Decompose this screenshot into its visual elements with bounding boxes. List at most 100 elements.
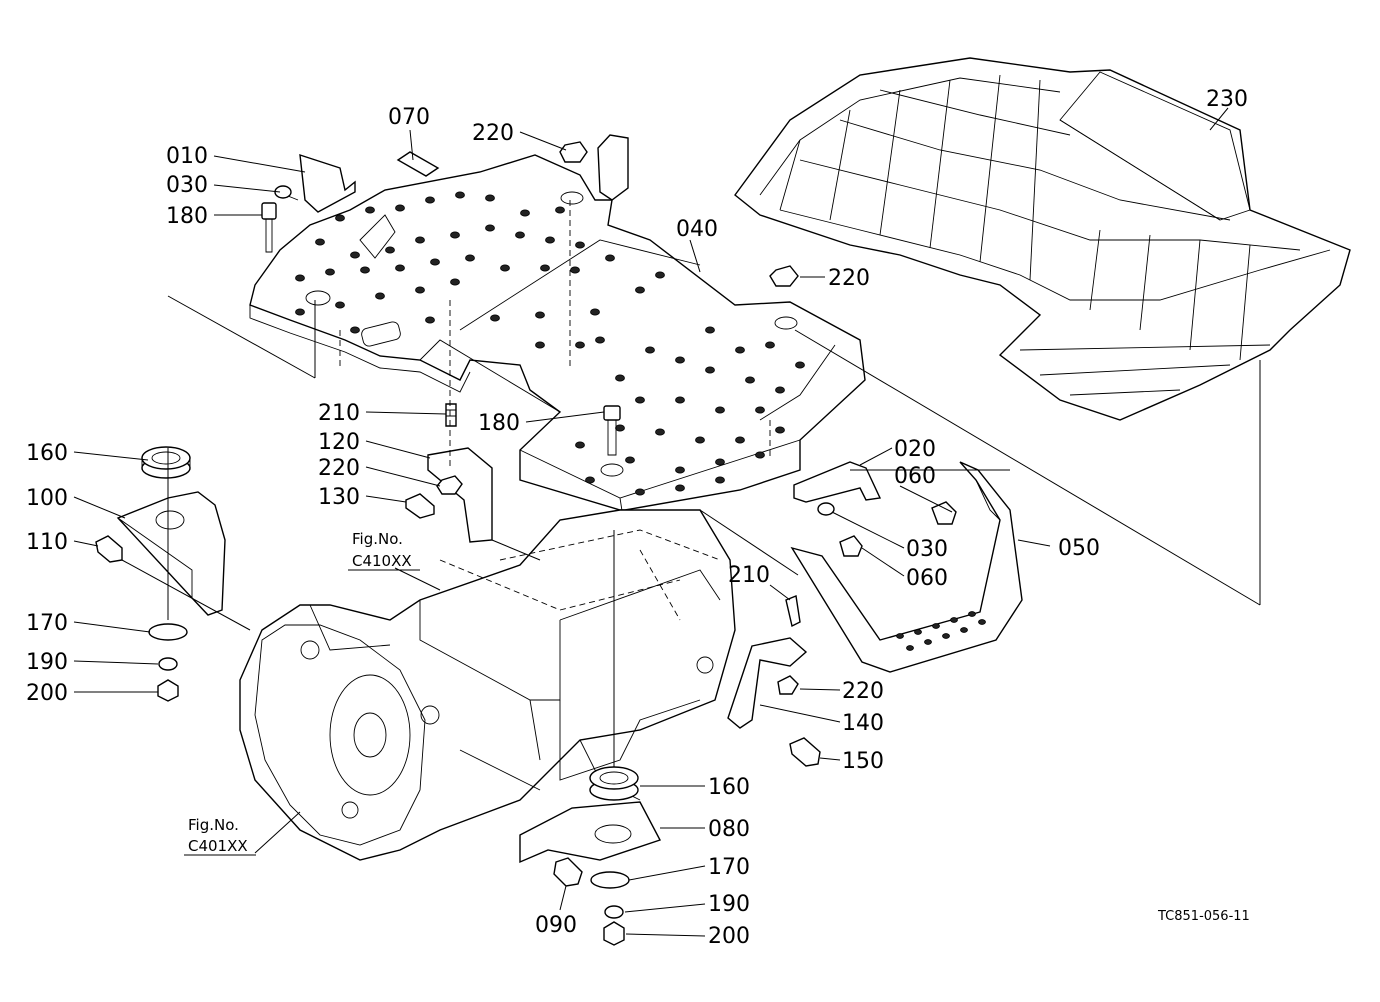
mounting-hole xyxy=(960,627,968,633)
transmission-housing xyxy=(239,509,736,861)
bracket-080 xyxy=(519,801,662,864)
rubber-mount-160-left xyxy=(141,446,191,479)
label-160-left: 160 xyxy=(26,441,68,466)
mounting-hole xyxy=(365,206,375,214)
mounting-hole xyxy=(450,278,460,286)
ref-line-bracket xyxy=(699,509,799,576)
mounting-hole xyxy=(942,633,950,639)
nut-200-left xyxy=(157,679,179,702)
mounting-hole xyxy=(430,258,440,266)
figure-ref-c410-line2: C410XX xyxy=(352,552,412,570)
figure-ref-c401-line1: Fig.No. xyxy=(188,816,239,834)
mounting-hole xyxy=(570,266,580,274)
mounting-hole xyxy=(325,268,335,276)
mounting-hole xyxy=(415,286,425,294)
bolt-090 xyxy=(553,857,583,887)
mounting-hole xyxy=(350,251,360,259)
mounting-hole xyxy=(635,488,645,496)
mounting-hole xyxy=(485,224,495,232)
mounting-hole xyxy=(395,204,405,212)
nut-220-lower xyxy=(777,675,799,695)
label-220-top: 220 xyxy=(472,121,514,146)
label-130: 130 xyxy=(318,485,360,510)
mounting-hole xyxy=(924,639,932,645)
floor-mat-230 xyxy=(734,57,1351,421)
bracket-140 xyxy=(727,637,808,729)
label-220-lower: 220 xyxy=(842,679,884,704)
mounting-hole xyxy=(450,231,460,239)
label-060-mid: 060 xyxy=(906,566,948,591)
bracket-120 xyxy=(427,447,493,543)
washer-190-left xyxy=(158,657,178,671)
mounting-hole xyxy=(695,436,705,444)
label-230: 230 xyxy=(1206,87,1248,112)
label-200-front: 200 xyxy=(708,924,750,949)
mounting-hole xyxy=(575,341,585,349)
bolt-060-right xyxy=(931,501,957,525)
ref-line-left xyxy=(167,295,316,379)
mounting-hole xyxy=(415,236,425,244)
label-110: 110 xyxy=(26,530,68,555)
rubber-mount-160-front xyxy=(589,766,639,801)
mounting-hole xyxy=(765,341,775,349)
pad-070 xyxy=(396,151,440,177)
bolt-180-left xyxy=(261,202,277,253)
mounting-hole xyxy=(675,466,685,474)
label-060-right: 060 xyxy=(894,464,936,489)
stud-210-mid xyxy=(445,403,457,427)
mounting-hole xyxy=(455,191,465,199)
mounting-hole xyxy=(914,629,922,635)
mounting-hole xyxy=(500,264,510,272)
mounting-hole xyxy=(755,406,765,414)
support-bracket-right-top xyxy=(597,134,629,201)
mounting-hole xyxy=(395,264,405,272)
washer-170-front xyxy=(590,871,630,889)
label-200-left: 200 xyxy=(26,681,68,706)
mounting-hole xyxy=(575,241,585,249)
ref-line-110 xyxy=(121,559,251,631)
mounting-hole xyxy=(655,428,665,436)
leader-lines xyxy=(73,107,1229,937)
label-190-front: 190 xyxy=(708,892,750,917)
mounting-hole xyxy=(515,231,525,239)
mounting-hole xyxy=(775,386,785,394)
mounting-hole xyxy=(555,206,565,214)
mounting-hole xyxy=(335,214,345,222)
mounting-hole xyxy=(675,396,685,404)
bracket-020 xyxy=(793,461,882,503)
mounting-hole xyxy=(465,254,475,262)
mounting-hole xyxy=(655,271,665,279)
mounting-hole xyxy=(675,484,685,492)
mounting-hole xyxy=(735,436,745,444)
mounting-hole xyxy=(645,346,655,354)
nut-220-bracket xyxy=(436,475,463,495)
bolt-130 xyxy=(405,493,435,519)
mounting-hole xyxy=(595,336,605,344)
mounting-hole xyxy=(360,266,370,274)
label-210-right: 210 xyxy=(728,563,770,588)
mounting-hole xyxy=(540,264,550,272)
mounting-hole xyxy=(635,286,645,294)
label-120: 120 xyxy=(318,430,360,455)
washer-190-front xyxy=(604,905,624,919)
mounting-hole xyxy=(520,209,530,217)
mounting-hole xyxy=(705,326,715,334)
mounting-hole xyxy=(535,341,545,349)
bolt-180-right xyxy=(603,405,621,456)
mounting-hole xyxy=(745,376,755,384)
mounting-hole xyxy=(615,374,625,382)
bolt-030-upper xyxy=(274,185,299,201)
bolt-150 xyxy=(789,737,821,767)
mounting-hole xyxy=(350,326,360,334)
mounting-hole xyxy=(906,645,914,651)
label-020: 020 xyxy=(894,437,936,462)
label-100: 100 xyxy=(26,486,68,511)
mounting-hole xyxy=(932,623,940,629)
mounting-hole xyxy=(968,611,976,617)
mounting-hole xyxy=(335,301,345,309)
floor-plate-040 xyxy=(249,154,866,531)
label-030-upper: 030 xyxy=(166,173,208,198)
label-050: 050 xyxy=(1058,536,1100,561)
washer-170-left xyxy=(148,623,188,641)
ref-line-mat xyxy=(794,329,1261,606)
